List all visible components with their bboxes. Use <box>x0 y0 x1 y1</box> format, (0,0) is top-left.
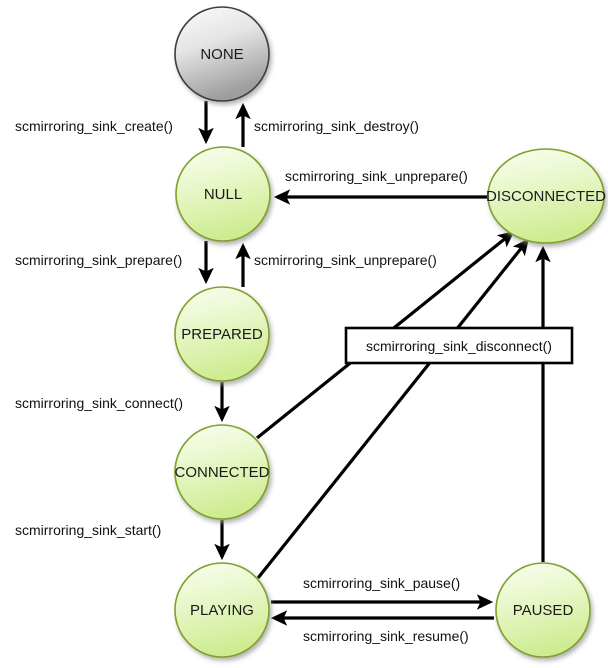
edge-label-pause: scmirroring_sink_pause() <box>303 575 460 591</box>
node-disconnected-label: DISCONNECTED <box>486 188 606 205</box>
disconnect-callout-box: scmirroring_sink_disconnect() <box>344 326 574 365</box>
edge-label-prepare: scmirroring_sink_prepare() <box>15 252 182 268</box>
edge-label-create: scmirroring_sink_create() <box>15 118 173 134</box>
node-playing[interactable]: PLAYING <box>174 562 270 658</box>
node-disconnected[interactable]: DISCONNECTED <box>486 148 606 244</box>
edge-label-unprepare-prepared: scmirroring_sink_unprepare() <box>254 252 437 268</box>
edge-label-destroy: scmirroring_sink_destroy() <box>254 118 419 134</box>
node-paused-label: PAUSED <box>513 602 574 619</box>
node-null-label: NULL <box>204 186 242 203</box>
edge-label-connect: scmirroring_sink_connect() <box>15 395 183 411</box>
node-playing-label: PLAYING <box>190 602 254 619</box>
node-prepared[interactable]: PREPARED <box>174 286 270 382</box>
node-prepared-label: PREPARED <box>181 326 263 343</box>
disconnect-callout-label: scmirroring_sink_disconnect() <box>366 338 552 354</box>
node-connected-label: CONNECTED <box>174 464 269 481</box>
edge-label-unprepare-disconnected: scmirroring_sink_unprepare() <box>285 168 468 184</box>
edge-label-start: scmirroring_sink_start() <box>15 522 161 538</box>
edge-disconnect-playing <box>256 238 529 579</box>
node-none[interactable]: NONE <box>174 6 270 102</box>
node-null[interactable]: NULL <box>175 146 271 242</box>
node-connected[interactable]: CONNECTED <box>174 424 270 520</box>
node-none-label: NONE <box>200 46 243 63</box>
node-paused[interactable]: PAUSED <box>495 562 591 658</box>
edge-label-resume: scmirroring_sink_resume() <box>303 628 469 644</box>
